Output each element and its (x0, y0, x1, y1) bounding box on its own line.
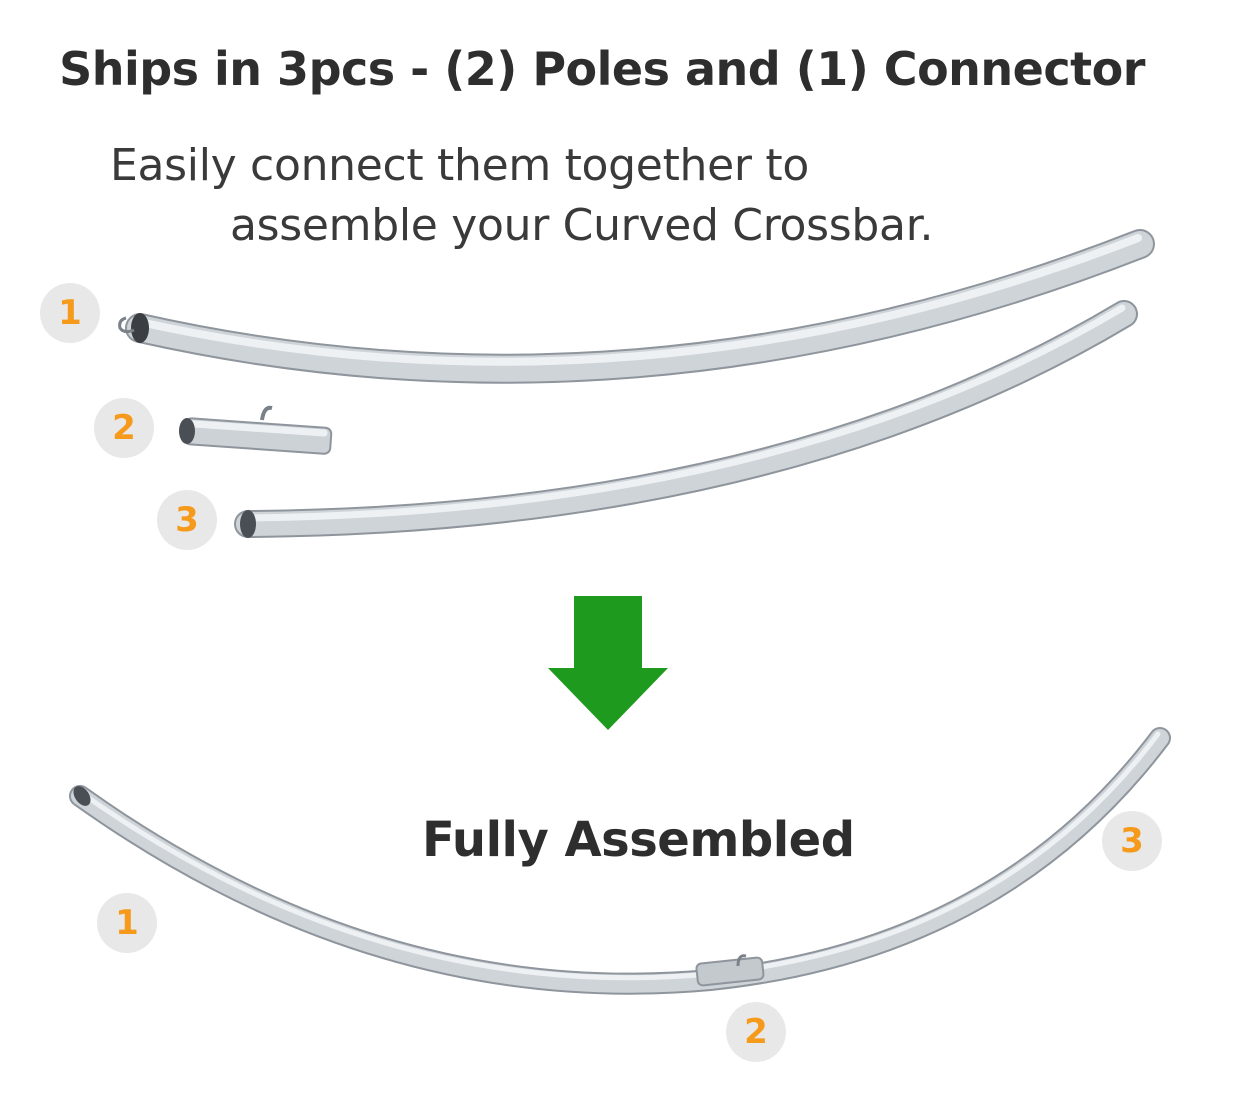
assembled-crossbar (69, 727, 1171, 995)
part-badge-3: 3 (157, 490, 217, 550)
subtitle-line-2: assemble your Curved Crossbar. (230, 200, 934, 251)
assembled-badge-2: 2 (726, 1002, 786, 1062)
part-badge-1: 1 (40, 283, 100, 343)
part-badge-2: 2 (94, 398, 154, 458)
connector-2 (179, 405, 333, 455)
assembled-badge-3: 3 (1102, 811, 1162, 871)
pole-3 (234, 300, 1138, 538)
page-title: Ships in 3pcs - (2) Poles and (1) Connec… (59, 42, 1145, 96)
subtitle-line-1: Easily connect them together to (110, 140, 809, 191)
down-arrow-icon (548, 596, 668, 730)
assembled-badge-1: 1 (97, 893, 157, 953)
pole-1 (118, 229, 1155, 384)
assembled-caption: Fully Assembled (422, 812, 855, 868)
